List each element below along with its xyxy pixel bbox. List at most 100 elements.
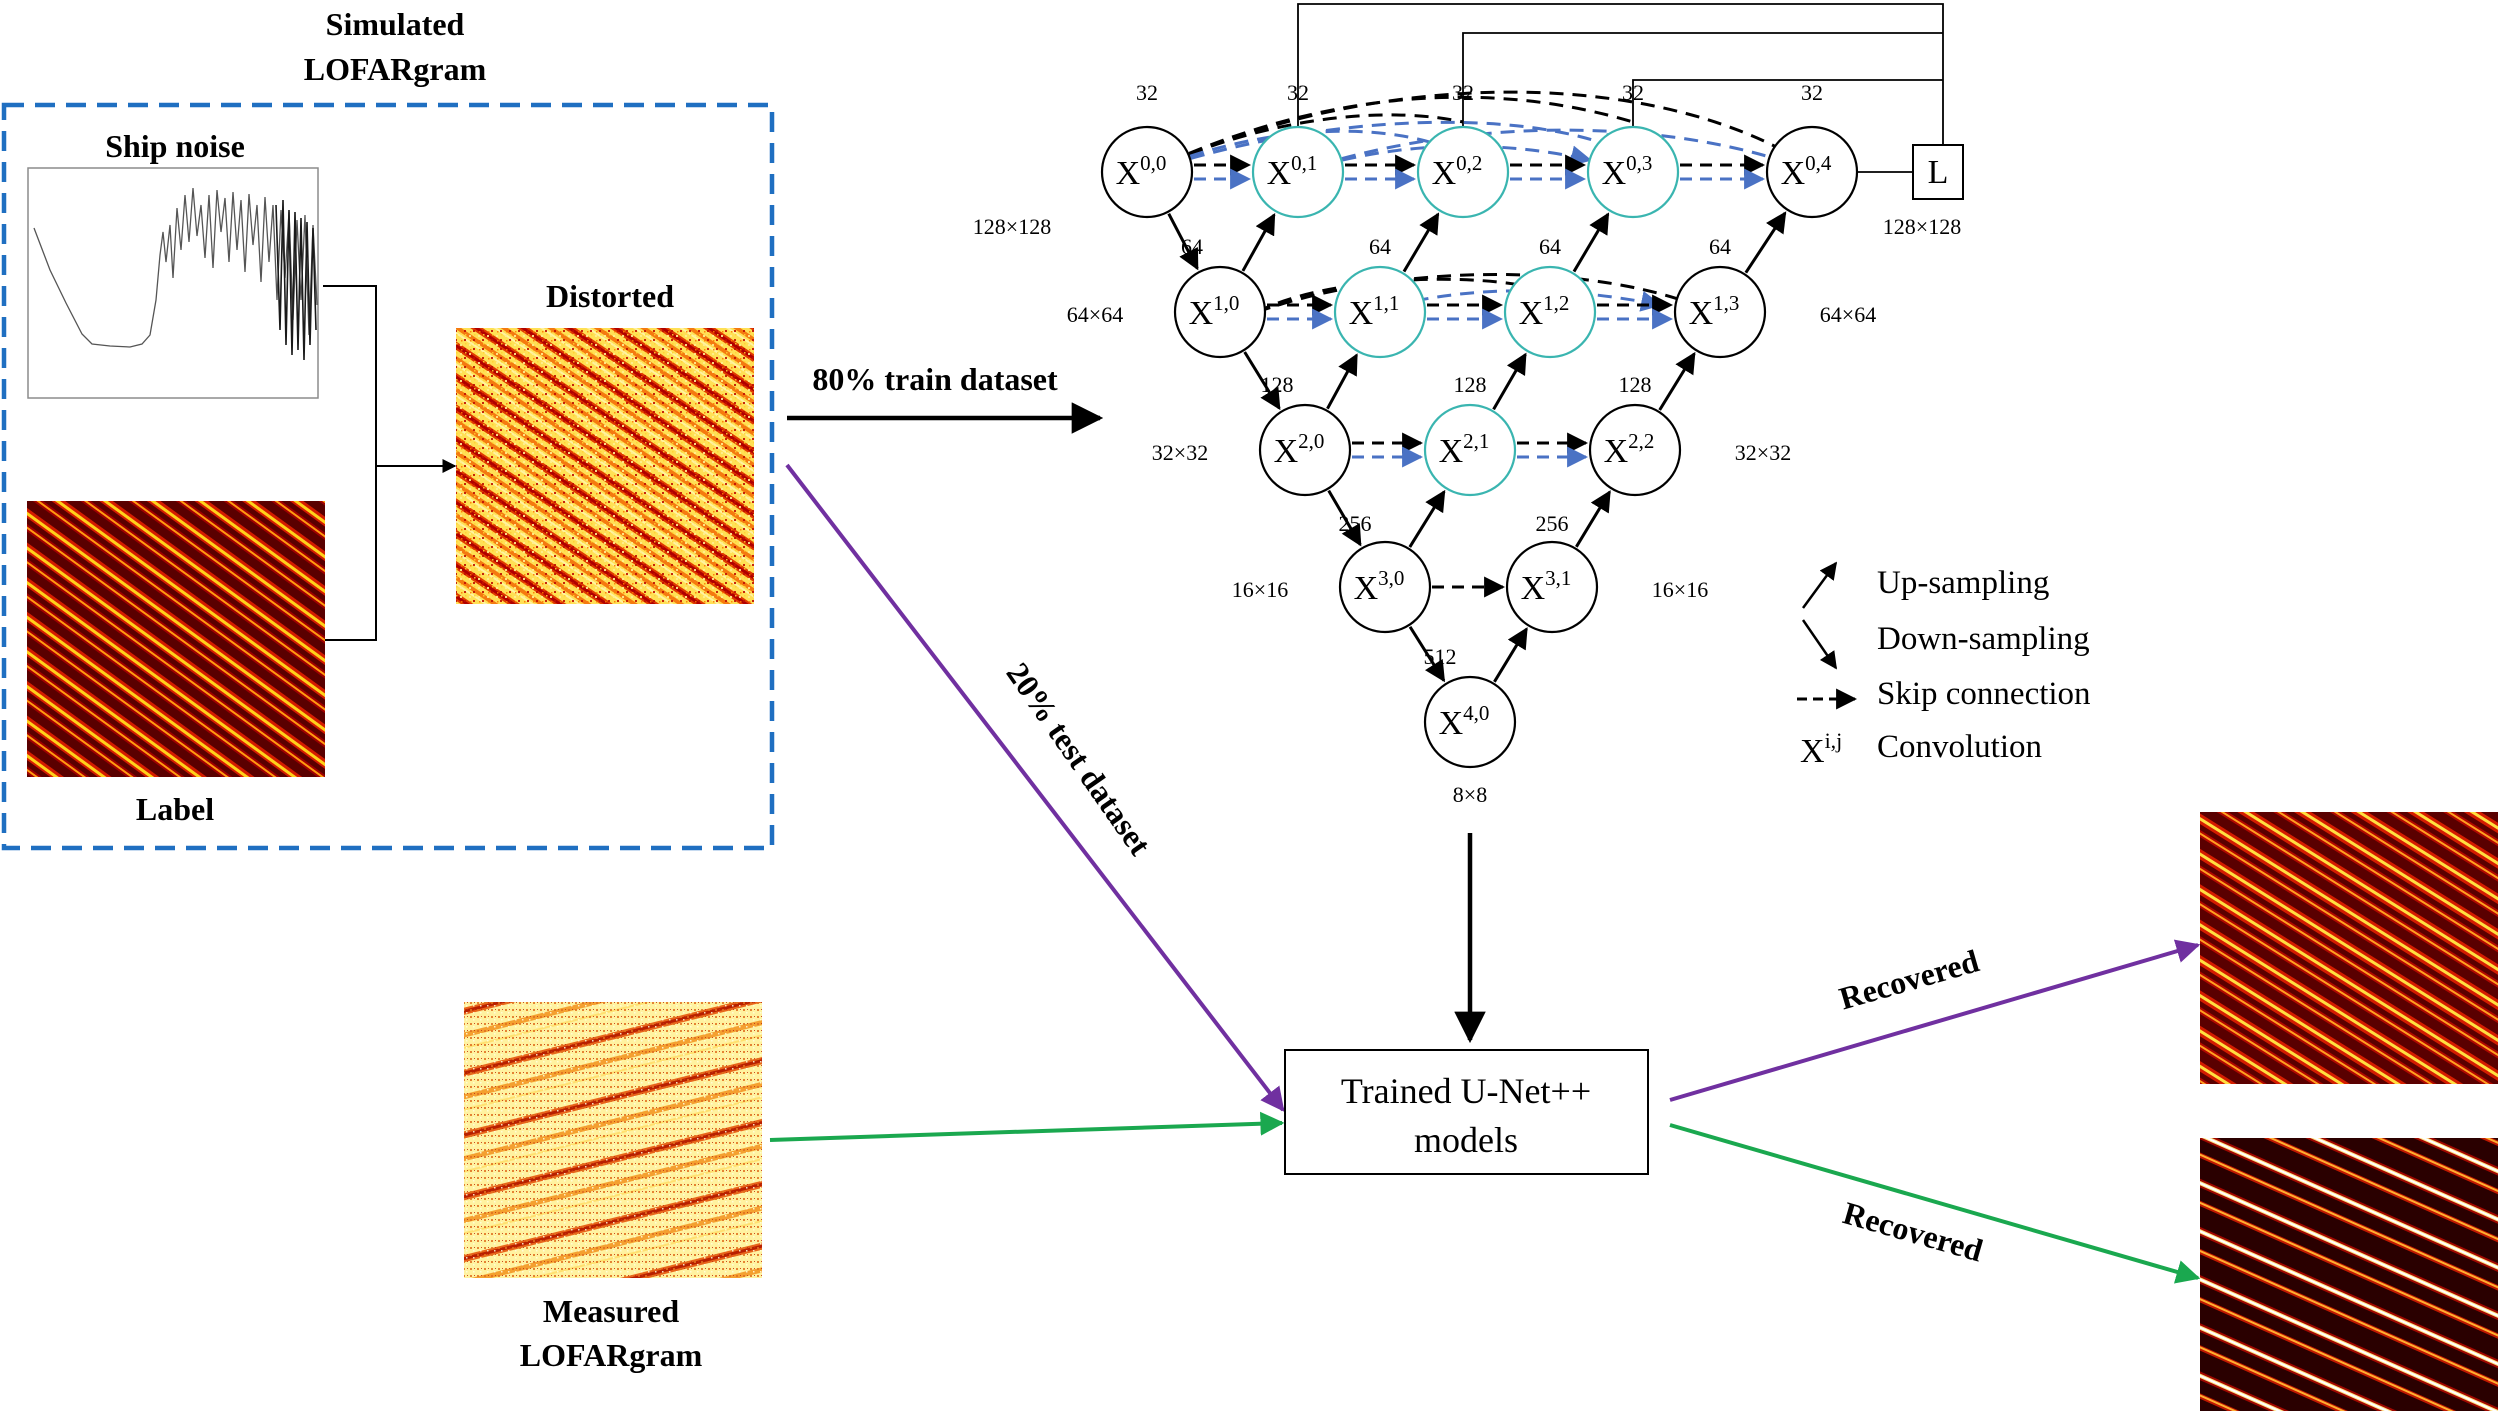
label-caption: Label (136, 791, 214, 827)
measured-label-line1: Measured (543, 1293, 679, 1329)
node-circle (1765, 125, 1859, 219)
node-label: X0,0 (1116, 151, 1167, 192)
down-sampling-arrow-1 (1243, 351, 1281, 411)
distorted-lofargram-image (456, 328, 754, 604)
legend: Up-sampling Down-sampling Skip connectio… (1797, 561, 2091, 770)
node-x11: X1,1 64 (1333, 234, 1427, 359)
recovered-bottom-arrow (1669, 1123, 2201, 1284)
node-x03: X0,332 (1586, 80, 1680, 219)
node-resolution: 64×64 (1820, 302, 1876, 327)
node-channel-count: 256 (1536, 511, 1569, 536)
loss-box: L (1912, 144, 1964, 200)
node-channel-count: 128 (1454, 372, 1487, 397)
network-nodes: X0,032128×128X0,132X0,232X0,332X0,432128… (973, 80, 1961, 807)
up-sampling-arrow-icon (1801, 561, 1838, 609)
simulated-dashed-box (1, 102, 775, 851)
measured-lofargram-image (464, 1002, 762, 1278)
ship-noise-dense-region (275, 199, 317, 361)
node-label: X2,2 (1604, 429, 1655, 470)
loss-label: L (1928, 154, 1949, 191)
node-channel-count: 64 (1709, 234, 1731, 259)
node-resolution: 16×16 (1652, 577, 1708, 602)
node-label: X1,2 (1519, 291, 1570, 332)
recovered-top-image (2200, 812, 2498, 1084)
convolution-symbol: Xi,j (1800, 728, 1842, 770)
measured-label-line2: LOFARgram (520, 1337, 703, 1373)
down-sampling-arrow-3 (1408, 625, 1446, 683)
node-circle (1100, 125, 1194, 219)
node-x21: X2,1 128 (1423, 372, 1517, 497)
node-channel-count: 32 (1622, 80, 1644, 105)
node-resolution: 128×128 (973, 214, 1051, 239)
node-channel-count: 32 (1287, 80, 1309, 105)
legend-skip-connection: Skip connection (1877, 676, 2091, 712)
label-lofargram-image (27, 501, 325, 777)
up-sampling-arrow-6 (1658, 351, 1696, 411)
straight-skip-connections (1194, 154, 1766, 598)
node-circle (1416, 125, 1510, 219)
node-label: X2,0 (1274, 429, 1325, 470)
node-label: X0,2 (1432, 151, 1483, 192)
node-circle (1423, 675, 1517, 769)
recovered-bottom-label: Recovered (1839, 1194, 1987, 1268)
trained-model-box: Trained U-Net++ models (1284, 1049, 1649, 1175)
train-dataset-label: 80% train dataset (812, 361, 1058, 397)
simulated-title-line1: Simulated (326, 6, 465, 42)
ship-noise-label: Ship noise (105, 128, 245, 164)
node-circle (1173, 265, 1267, 359)
node-label: X3,0 (1354, 566, 1405, 607)
node-x40: X4,0 512 8×8 (1423, 644, 1517, 807)
node-x13: X1,3 64 64×64 (1673, 234, 1876, 359)
test-dataset-label: 20% test dataset (1000, 656, 1159, 862)
node-label: X2,1 (1439, 429, 1490, 470)
down-sampling-arrow-2 (1327, 489, 1362, 547)
combine-bracket (323, 285, 457, 641)
sampling-arrows (1167, 211, 1787, 683)
legend-down-sampling: Down-sampling (1877, 621, 2090, 657)
node-label: X0,4 (1781, 151, 1832, 192)
node-channel-count: 64 (1539, 234, 1561, 259)
node-resolution: 8×8 (1453, 782, 1487, 807)
node-circle (1586, 125, 1680, 219)
node-circle (1258, 403, 1352, 497)
recovered-top-arrow (1669, 939, 2201, 1102)
recovered-top-label: Recovered (1835, 942, 1983, 1016)
down-sampling-arrow-0 (1167, 212, 1199, 271)
recovered-bottom-image (2200, 1138, 2498, 1411)
node-label: X4,0 (1439, 701, 1490, 742)
legend-convolution: Convolution (1877, 729, 2042, 765)
node-circle (1673, 265, 1767, 359)
node-channel-count: 512 (1424, 644, 1457, 669)
node-resolution: 128×128 (1883, 214, 1961, 239)
simulated-title-line2: LOFARgram (304, 51, 487, 87)
up-sampling-arrow-1 (1402, 212, 1440, 273)
up-sampling-arrow-4 (1326, 353, 1358, 410)
down-sampling-arrow-icon (1801, 619, 1838, 670)
up-sampling-arrow-0 (1241, 212, 1276, 272)
measured-to-model-arrow (769, 1111, 1285, 1142)
node-channel-count: 128 (1261, 372, 1294, 397)
node-label: X1,0 (1189, 291, 1240, 332)
up-sampling-arrow-3 (1744, 211, 1787, 274)
node-label: X1,1 (1349, 291, 1400, 332)
node-channel-count: 64 (1369, 234, 1391, 259)
up-sampling-arrow-7 (1408, 489, 1446, 548)
node-channel-count: 32 (1801, 80, 1823, 105)
up-sampling-arrow-9 (1493, 627, 1528, 683)
up-sampling-arrow-5 (1492, 352, 1527, 411)
node-circle (1503, 265, 1597, 359)
node-channel-count: 64 (1181, 234, 1203, 259)
node-label: X1,3 (1689, 291, 1740, 332)
node-x01: X0,132 (1251, 80, 1345, 219)
node-channel-count: 32 (1452, 80, 1474, 105)
test-dataset-arrow (785, 463, 1285, 1112)
up-sampling-arrow-2 (1572, 212, 1610, 273)
up-sampling-arrow-8 (1575, 490, 1611, 548)
